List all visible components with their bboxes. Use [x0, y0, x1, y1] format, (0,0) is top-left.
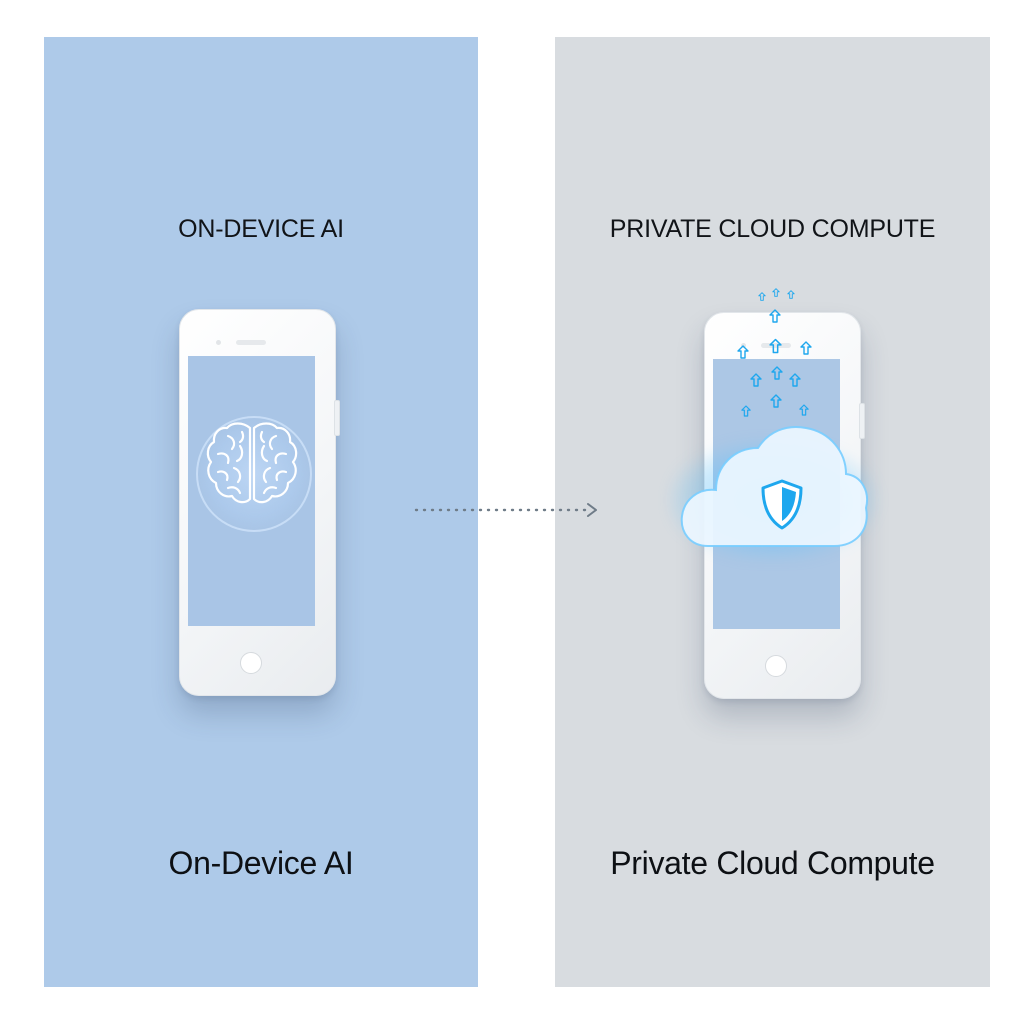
phone-screen: [188, 356, 315, 626]
brain-icon: [206, 422, 298, 504]
private-cloud-heading: PRIVATE CLOUD COMPUTE: [609, 215, 936, 243]
on-device-caption: On-Device AI: [168, 845, 354, 881]
phone-side-button: [334, 400, 340, 436]
shield-icon: [761, 479, 803, 530]
phone-camera: [741, 343, 746, 348]
on-device-phone: [179, 309, 340, 696]
private-cloud-caption: Private Cloud Compute: [610, 845, 935, 881]
arrow-up-icon: [737, 288, 812, 417]
private-cloud-panel: PRIVATE CLOUD COMPUTE Private Cloud Comp…: [555, 37, 990, 987]
phone-side-button: [859, 403, 865, 439]
on-device-heading: ON-DEVICE AI: [178, 215, 344, 243]
dotted-arrow-right-icon: [414, 503, 597, 517]
phone-home-button: [765, 655, 787, 677]
phone-speaker: [236, 340, 266, 345]
phone-camera: [216, 340, 221, 345]
phone-home-button: [240, 652, 262, 674]
phone-speaker: [761, 343, 791, 348]
